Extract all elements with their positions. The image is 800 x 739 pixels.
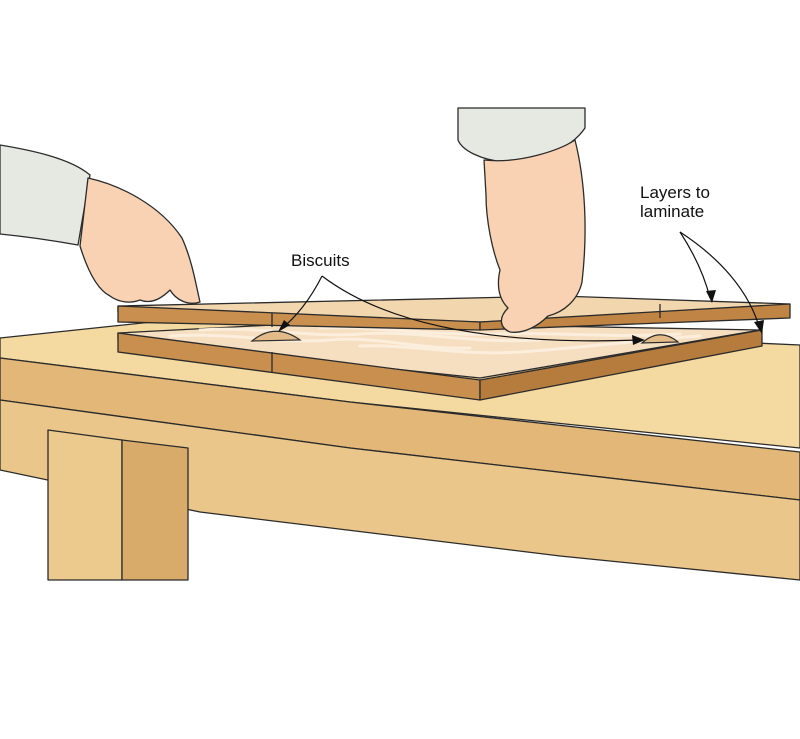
callout-layers-line1: Layers to <box>640 183 710 202</box>
arrowhead-biscuit-left <box>278 320 290 332</box>
arrowhead-layer-lower <box>754 320 764 334</box>
biscuit-right <box>640 334 680 344</box>
table-front-edge <box>0 357 800 501</box>
left-sleeve <box>0 144 91 246</box>
callout-pointers <box>281 231 761 342</box>
callout-biscuits-text: Biscuits <box>291 251 350 270</box>
lower-board-edge-right <box>479 329 763 401</box>
callout-biscuits: Biscuits <box>291 251 350 270</box>
left-arm <box>0 144 201 304</box>
arrowhead-layer-upper <box>706 290 716 303</box>
arrowhead-biscuit-right <box>632 335 645 345</box>
table-leg-left-side <box>121 439 189 581</box>
left-hand <box>79 177 201 304</box>
callout-arrowheads <box>278 290 764 345</box>
right-arm <box>457 107 586 333</box>
right-hand <box>483 139 586 333</box>
callout-layers-line2: laminate <box>640 202 705 221</box>
upper-board-front-right <box>479 303 791 331</box>
callout-layers-to-laminate: Layers to laminate <box>640 183 710 221</box>
table-apron <box>0 399 800 581</box>
layers-pointer-lower <box>679 231 761 331</box>
biscuits-pointer-right <box>321 275 641 342</box>
upper-board <box>117 295 791 331</box>
table-leg-left <box>47 429 123 581</box>
